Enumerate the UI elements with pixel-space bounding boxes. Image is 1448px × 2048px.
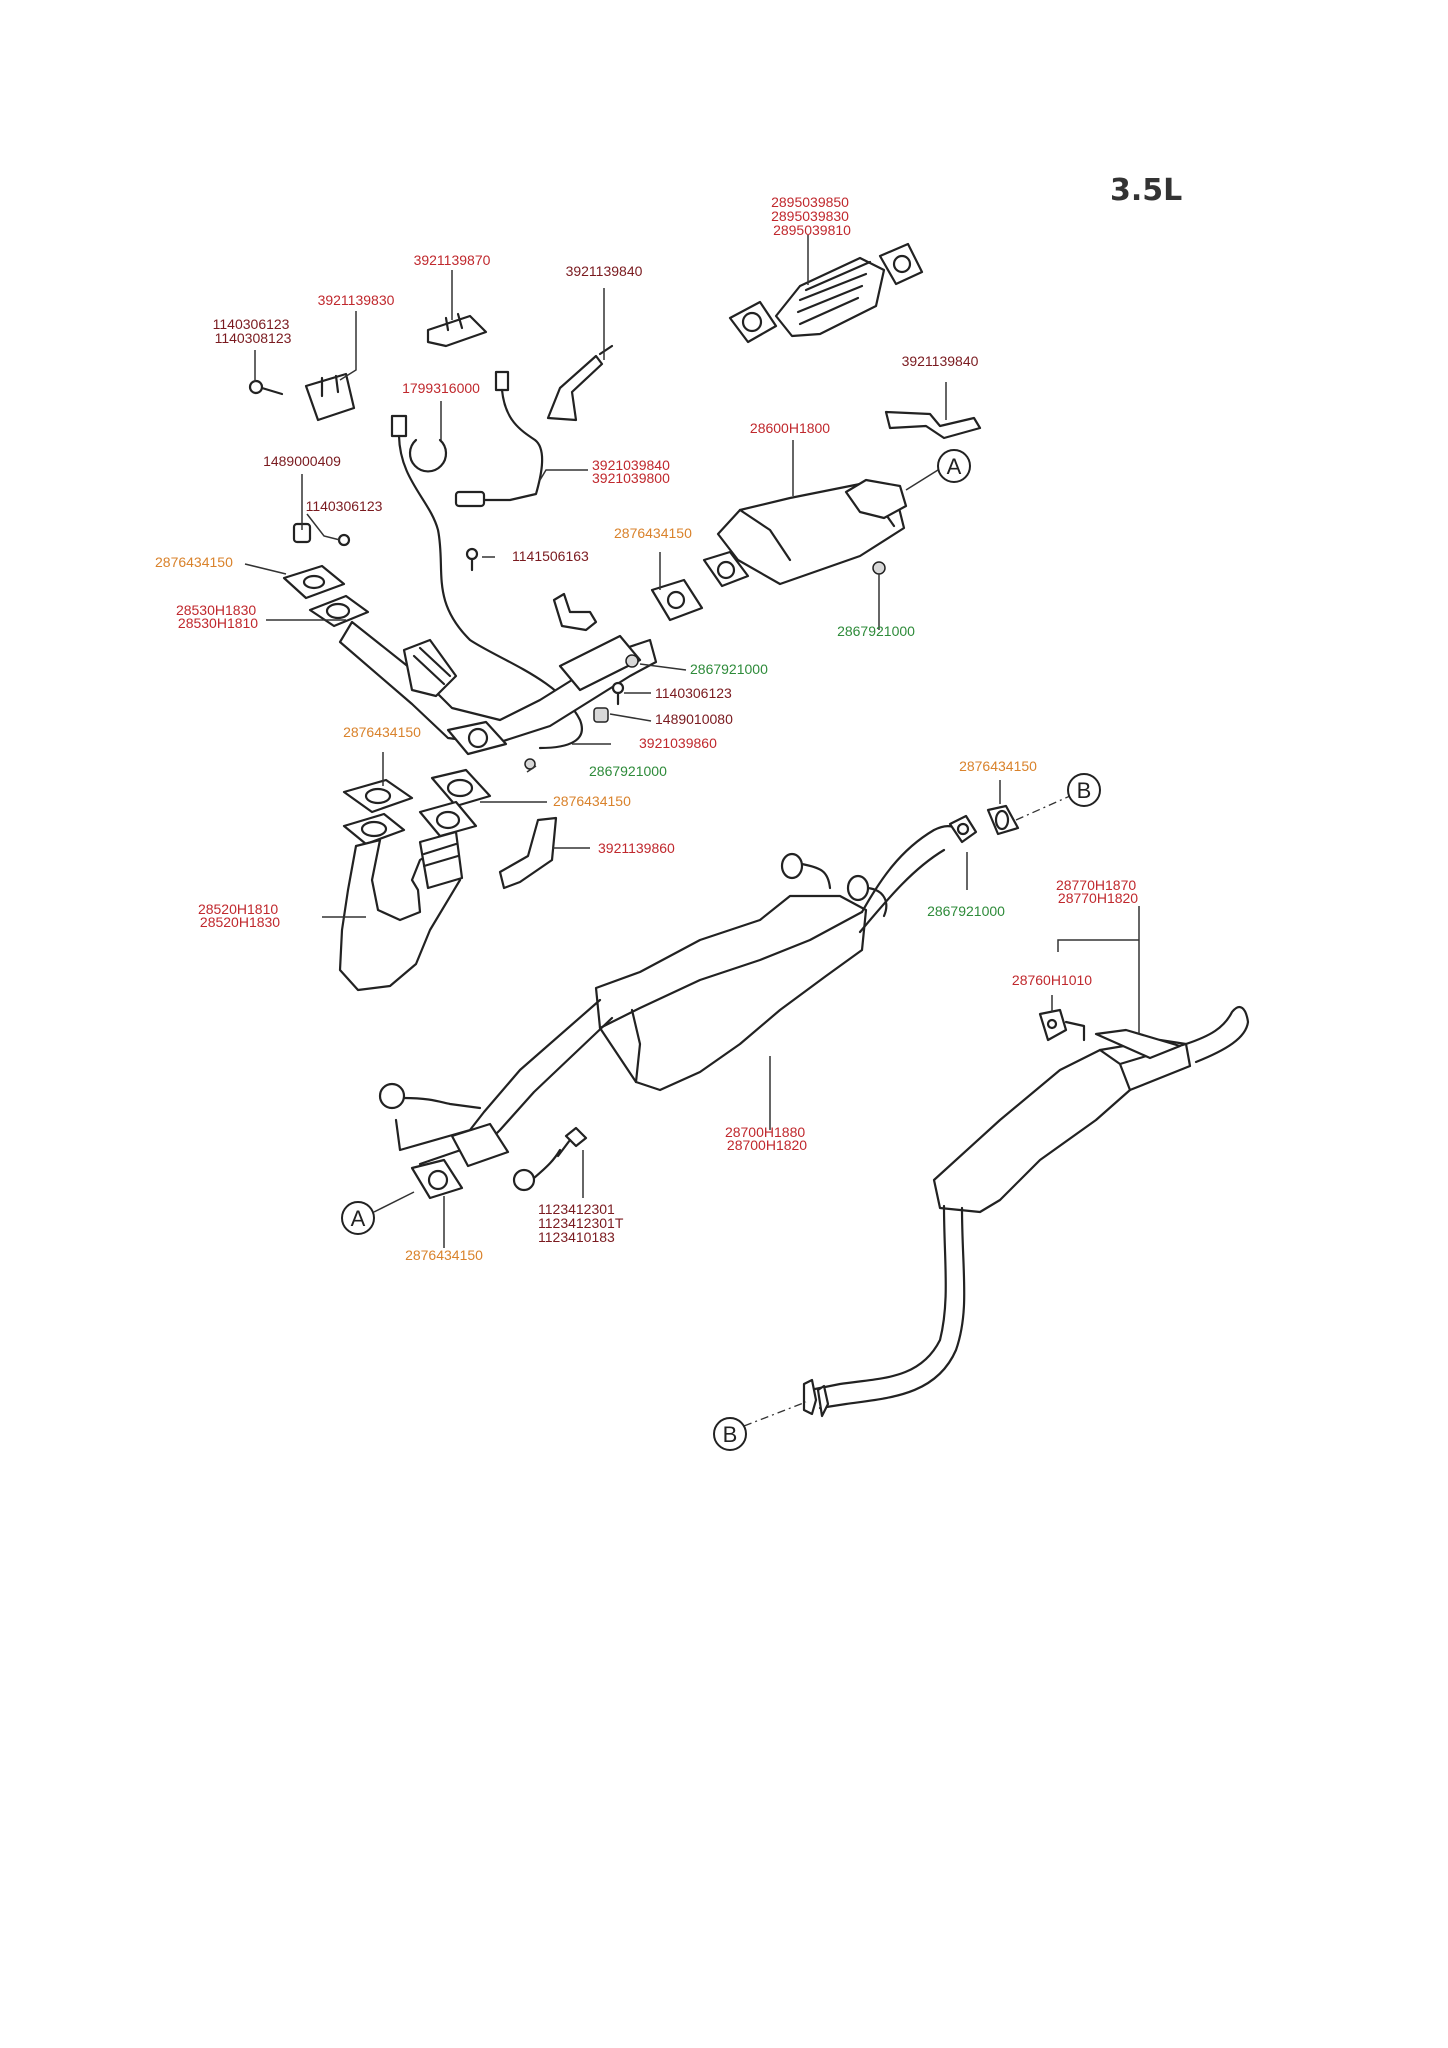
- bracket-3921139840-b: [884, 410, 982, 440]
- rubber-hanger-a: [780, 852, 888, 918]
- label-br830[interactable]: 3921139830: [318, 292, 395, 308]
- label-br870[interactable]: 3921139870: [414, 252, 491, 268]
- gasket-2876434150-d: [342, 778, 414, 814]
- label-catconv[interactable]: 2895039850 2895039830 2895039810: [771, 194, 853, 238]
- label-gasket-e[interactable]: 2876434150: [959, 758, 1037, 774]
- bolt-1140306123-a: [248, 379, 284, 396]
- hanger-28760H1010: [1038, 1008, 1086, 1042]
- front-pipe-28530H1830: [308, 594, 658, 746]
- flange-a: [450, 1122, 510, 1168]
- label-bolts-1123[interactable]: 1123412301 1123412301T 1123410183: [538, 1201, 627, 1245]
- label-manifold[interactable]: 28520H1810 28520H1830: [198, 901, 282, 930]
- label-gasket-f[interactable]: 2876434150: [405, 1247, 483, 1263]
- label-tail-muffler[interactable]: 28770H1870 28770H1820: [1056, 877, 1140, 906]
- label-front-pipe[interactable]: 28530H1830 28530H1810: [176, 602, 260, 631]
- gasket-2876434150-b: [650, 578, 704, 622]
- label-bolt-1140c[interactable]: 1140306123: [655, 685, 732, 701]
- clip-1799316000: [408, 438, 448, 473]
- label-o2-860[interactable]: 3921039860: [639, 735, 717, 751]
- label-cat-28600[interactable]: 28600H1800: [750, 420, 830, 436]
- label-nut-a[interactable]: 2867921000: [837, 623, 915, 639]
- clip-1489010080: [593, 707, 609, 723]
- svg-text:A: A: [947, 454, 962, 479]
- exhaust-manifold-28520H1810: [338, 800, 478, 992]
- oxygen-sensor-harness: [390, 414, 583, 750]
- label-clip-1489a[interactable]: 1489000409: [263, 453, 341, 469]
- label-gasket-c[interactable]: 2876434150: [343, 724, 421, 740]
- nut-2867921000-c: [524, 758, 536, 770]
- label-bolt-1140a[interactable]: 1140306123 1140308123: [213, 316, 294, 346]
- label-gasket-d[interactable]: 2876434150: [553, 793, 631, 809]
- gasket-2876434150-f: [986, 804, 1020, 836]
- catalytic-converter-top: [728, 242, 924, 344]
- bolt-1140306123-c: [611, 681, 625, 706]
- bolt-1140306123-b: [337, 533, 351, 547]
- svg-text:B: B: [723, 1422, 738, 1447]
- part-number-labels: 2895039850 2895039830 2895039810 3921139…: [155, 194, 1140, 1263]
- center-muffler-28700H1880: [394, 814, 978, 1166]
- label-bolt-1141[interactable]: 1141506163: [512, 548, 589, 564]
- engine-size-label: 3.5L: [1110, 173, 1182, 208]
- bracket-3921139840-a: [546, 344, 614, 422]
- gasket-2876434150-a: [282, 564, 346, 600]
- tail-muffler-28770H1870: [802, 1005, 1250, 1418]
- gasket-2876434150-g: [410, 1158, 464, 1200]
- nut-2867921000-a: [872, 561, 886, 575]
- bolts-1123412301: [556, 1126, 588, 1158]
- label-nut-c[interactable]: 2867921000: [589, 763, 667, 779]
- label-br840a[interactable]: 3921139840: [566, 263, 643, 279]
- label-br860[interactable]: 3921139860: [598, 840, 675, 856]
- svg-text:A: A: [351, 1206, 366, 1231]
- label-o2-39210[interactable]: 3921039840 3921039800: [592, 457, 674, 486]
- label-br840b[interactable]: 3921139840: [902, 353, 979, 369]
- label-clip-1489b[interactable]: 1489010080: [655, 711, 733, 727]
- label-gasket-a[interactable]: 2876434150: [614, 525, 692, 541]
- label-nut-d[interactable]: 2867921000: [927, 903, 1005, 919]
- gasket-2876434150-c: [446, 720, 508, 756]
- ref-marker-b-top: B: [1015, 773, 1101, 821]
- gasket-2876434150-e: [430, 768, 492, 808]
- bracket-small: [552, 592, 598, 632]
- bracket-3921139860: [498, 816, 558, 890]
- svg-text:B: B: [1077, 778, 1092, 803]
- bracket-3921139830: [304, 372, 356, 422]
- bracket-3921139870: [426, 312, 488, 348]
- label-center-muffler[interactable]: 28700H1880 28700H1820: [725, 1124, 809, 1153]
- catalyst-28600H1800: [702, 478, 908, 588]
- nut-2867921000-b: [625, 654, 639, 668]
- label-hanger[interactable]: 28760H1010: [1012, 972, 1092, 988]
- ref-marker-a-top: A: [905, 449, 971, 491]
- ref-marker-a-bottom: A: [341, 1191, 415, 1235]
- oxygen-sensor-3921039840: [454, 370, 544, 508]
- label-gasket-b[interactable]: 2876434150: [155, 554, 233, 570]
- bolt-1141506163: [465, 547, 479, 572]
- label-nut-b[interactable]: 2867921000: [690, 661, 768, 677]
- ref-marker-b-bottom: B: [713, 1401, 807, 1451]
- label-bolt-1140b[interactable]: 1140306123: [306, 498, 383, 514]
- rubber-hanger-b: [378, 1082, 562, 1192]
- label-clip-1799[interactable]: 1799316000: [402, 380, 480, 396]
- leader-lines: [244, 235, 1140, 1248]
